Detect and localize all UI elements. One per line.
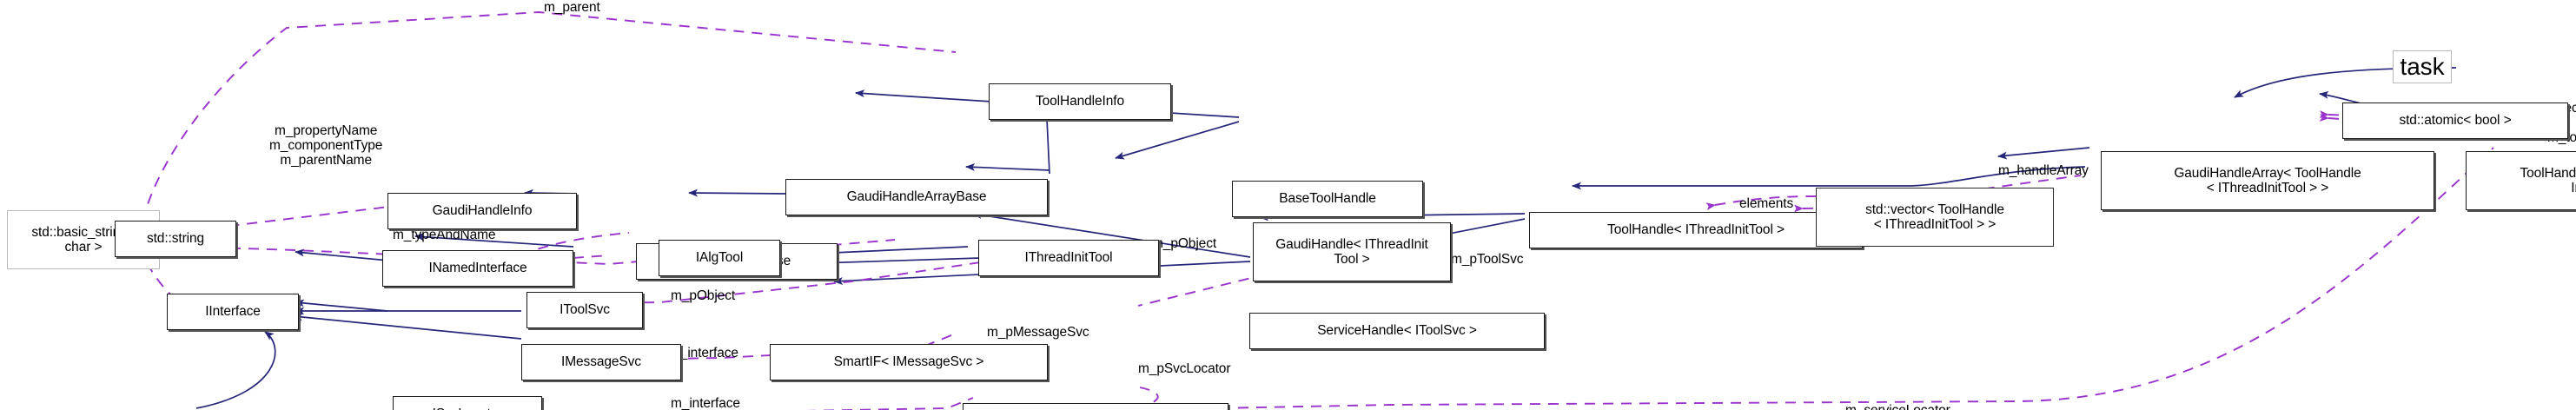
node-std-atomic-bool[interactable]: std::atomic< bool > <box>2342 102 2568 139</box>
edge-label-m-pobject-upper: m_pObject <box>1152 236 1217 251</box>
node-toolhandle-ithreadinittool[interactable]: ToolHandle< IThreadInitTool > <box>1529 212 1863 248</box>
node-gaudi-handle-array-toolhandle[interactable]: GaudiHandleArray< ToolHandle < IThreadIn… <box>2101 151 2434 210</box>
edge-label-m-interface-lower: m_interface <box>671 396 740 410</box>
node-ialgtool[interactable]: IAlgTool <box>659 240 780 276</box>
edge-label-m-pobject-lower: m_pObject <box>671 288 736 303</box>
node-servicehandle-itoolsvc[interactable]: ServiceHandle< IToolSvc > <box>1249 313 1545 349</box>
node-iinterface[interactable]: IInterface <box>167 294 299 330</box>
node-std-basic-string[interactable]: std::basic_string< char > <box>7 210 160 269</box>
node-smartif-imessagesvc[interactable]: SmartIF< IMessageSvc > <box>770 344 1048 380</box>
node-gaudi-handle-ithreadinittool[interactable]: GaudiHandle< IThreadInit Tool > <box>1253 222 1451 281</box>
edge-label-m-type-and-name: m_typeAndName <box>393 228 496 242</box>
node-gaudi-handle-array-base[interactable]: GaudiHandleArrayBase <box>785 179 1048 215</box>
node-gaudi-handle-info[interactable]: GaudiHandleInfo <box>387 193 577 229</box>
edge-label-m-parent: m_parent <box>544 0 600 15</box>
edge-label-elements: elements <box>1739 196 1794 211</box>
edge-label-m-property-name-group: m_propertyName m_componentType m_parentN… <box>269 123 383 169</box>
node-std-vector-toolhandle[interactable]: std::vector< ToolHandle < IThreadInitToo… <box>1816 188 2054 247</box>
node-ithreadinittool[interactable]: IThreadInitTool <box>978 240 1159 276</box>
node-smartif-isvclocator[interactable]: SmartIF< ISvcLocator > <box>963 403 1228 410</box>
node-base-tool-handle[interactable]: BaseToolHandle <box>1232 181 1423 217</box>
edge-label-m-service-locator: m_serviceLocator <box>1845 403 1950 410</box>
node-std-string[interactable]: std::string <box>115 221 236 257</box>
edge-label-m-pmessagesvc: m_pMessageSvc <box>987 325 1089 340</box>
edge-label-m-handle-array: m_handleArray <box>1998 163 2089 178</box>
node-toolhandlearray-ithreadinittool[interactable]: ToolHandleArray< IThread InitTool > <box>2466 151 2576 210</box>
node-itoolsvc[interactable]: IToolSvc <box>526 292 643 328</box>
edge-label-m-psvclocator: m_pSvcLocator <box>1138 361 1231 376</box>
node-inamed-interface[interactable]: INamedInterface <box>382 250 573 287</box>
node-imessagesvc[interactable]: IMessageSvc <box>521 344 681 380</box>
node-isvclocator[interactable]: ISvcLocator <box>393 396 542 410</box>
node-task[interactable]: task <box>2393 50 2452 83</box>
edge-label-m-ptoolsvc: m_pToolSvc <box>1451 252 1524 267</box>
node-tool-handle-info[interactable]: ToolHandleInfo <box>989 83 1171 120</box>
